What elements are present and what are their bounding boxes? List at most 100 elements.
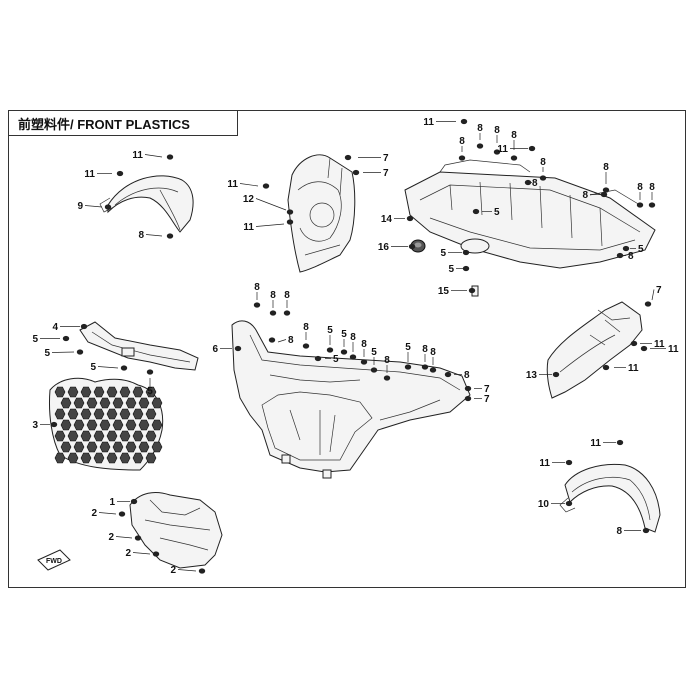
callout-8: 8: [476, 123, 483, 149]
leader-line: [144, 154, 163, 158]
callout-number: 2: [108, 532, 114, 543]
fastener-icon: [444, 371, 452, 378]
fastener-icon: [352, 169, 360, 176]
grille-cell: [106, 386, 118, 398]
grille-cell: [67, 408, 79, 420]
grille-cell: [80, 430, 92, 442]
callout-number: 11: [668, 344, 679, 355]
grille-cell: [80, 408, 92, 420]
part-12-splash-guard: [287, 154, 356, 273]
callout-11: 11: [630, 339, 665, 350]
callout-number: 7: [484, 394, 490, 405]
callout-11: 11: [243, 219, 294, 233]
callout-number: 5: [440, 248, 446, 259]
callout-number: 2: [125, 548, 131, 559]
callout-5: 5: [32, 334, 70, 345]
callout-number: 8: [477, 123, 483, 134]
grille-cell: [73, 441, 85, 453]
callout-number: 4: [52, 322, 58, 333]
fastener-icon: [493, 149, 501, 155]
leader-line: [115, 536, 133, 539]
callout-8: 8: [616, 251, 634, 262]
diagram-frame: [8, 110, 686, 588]
callout-number: 6: [212, 344, 218, 355]
leader-line: [255, 223, 285, 227]
callout-8: 8: [360, 339, 368, 365]
callout-5: 5: [370, 347, 377, 373]
fastener-icon: [565, 459, 573, 466]
part-13-fender-liner: [546, 301, 643, 399]
callout-8: 8: [421, 344, 428, 370]
fastener-icon: [269, 310, 277, 316]
grille-cell: [93, 430, 105, 442]
callout-number: 11: [227, 179, 238, 190]
callout-8: 8: [268, 335, 294, 346]
callout-number: 12: [243, 194, 255, 205]
fastener-icon: [404, 364, 412, 370]
callout-14: 14: [381, 214, 414, 225]
callout-8: 8: [138, 230, 174, 241]
part-10-fender: [559, 463, 661, 533]
leader-line: [177, 569, 197, 572]
callout-11: 11: [590, 438, 624, 449]
grille-cell: [86, 397, 98, 409]
grille-cell: [54, 408, 66, 420]
grille-cell: [60, 419, 72, 431]
grille-cell: [80, 386, 92, 398]
leader-line: [97, 366, 119, 369]
page-title: 前塑料件/ FRONT PLASTICS: [18, 117, 190, 132]
fastener-icon: [510, 155, 518, 161]
callout-number: 5: [371, 347, 377, 358]
callout-5: 5: [44, 348, 84, 359]
callout-5: 5: [340, 329, 347, 355]
fastener-icon: [552, 371, 560, 378]
callout-number: 11: [497, 144, 508, 155]
fastener-icon: [602, 364, 610, 371]
callout-7: 7: [464, 384, 490, 395]
callout-number: 8: [494, 125, 500, 136]
fastener-icon: [360, 359, 368, 365]
callout-number: 5: [448, 264, 454, 275]
fastener-icon: [460, 118, 468, 125]
callout-number: 8: [422, 344, 428, 355]
callout-number: 8: [464, 370, 470, 381]
callout-8: 8: [616, 526, 650, 537]
grille-cell: [86, 441, 98, 453]
callout-8: 8: [458, 136, 465, 161]
callout-7: 7: [352, 168, 389, 179]
callout-number: 5: [44, 348, 50, 359]
callout-number: 7: [383, 168, 389, 179]
title-box: 前塑料件/ FRONT PLASTICS: [8, 110, 238, 136]
callout-8: 8: [636, 182, 643, 208]
callout-11: 11: [497, 144, 536, 155]
callout-4: 4: [52, 322, 88, 333]
fastener-icon: [268, 337, 276, 343]
callout-7: 7: [344, 153, 389, 164]
callout-number: 7: [383, 153, 389, 164]
fastener-icon: [472, 208, 480, 215]
callout-11: 11: [132, 150, 174, 161]
callout-number: 8: [532, 178, 538, 189]
fastener-icon: [528, 145, 536, 152]
fastener-icon: [286, 219, 294, 225]
callout-number: 8: [540, 157, 546, 168]
callout-number: 8: [350, 332, 356, 343]
callout-number: 5: [638, 244, 644, 255]
callout-number: 5: [494, 207, 500, 218]
part-14-front-rack: [404, 159, 656, 269]
fastener-icon: [62, 335, 70, 342]
grille-cell: [151, 419, 163, 431]
callout-8: 8: [444, 370, 470, 381]
grille-cell: [132, 386, 144, 398]
callout-5: 5: [440, 248, 470, 259]
callout-number: 8: [459, 136, 465, 147]
callout-2: 2: [170, 565, 206, 576]
leader-line: [51, 351, 75, 353]
callout-number: 8: [284, 290, 290, 301]
grille-cell: [67, 452, 79, 464]
grille-cell: [86, 419, 98, 431]
grille-cell: [132, 408, 144, 420]
fastener-icon: [642, 527, 650, 534]
fastener-icon: [166, 233, 174, 239]
